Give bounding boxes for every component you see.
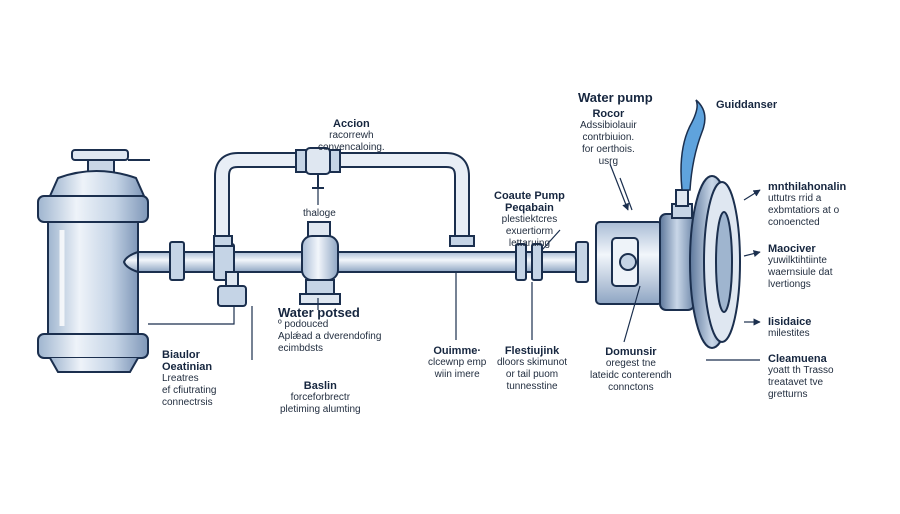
- main-pipe: [122, 241, 589, 283]
- pressure-tank: [37, 149, 150, 373]
- label-biaulor: Biaulor Oeatinian Lreatres ef cfiutratin…: [162, 349, 217, 408]
- water-jet: [680, 99, 706, 191]
- label-domunsir: Domunsir oregest tne lateidc conterendh …: [590, 346, 672, 393]
- label-mnthilahonalin: mnthilahonalin uttutrs rrid a exbmtatior…: [768, 181, 847, 228]
- label-guiddanser: Guiddanser: [716, 99, 778, 111]
- label-lisidaice: Iisidaice milestites: [768, 316, 812, 339]
- bypass-loop: [213, 147, 475, 247]
- drain-valve: [217, 271, 247, 307]
- label-flestiujink: Flestiujink dloors skimunot or tail puom…: [497, 345, 568, 392]
- label-water-pump: Water pump: [578, 90, 653, 105]
- water-pump: [595, 175, 741, 349]
- label-baslin: Baslin forceforbrectr pletiming alumting: [280, 380, 361, 415]
- label-accion: Accion racorrewh convencaloing.: [318, 118, 385, 153]
- leader-lines: [148, 163, 761, 361]
- central-valve: [299, 221, 341, 305]
- label-rocor: Rocor Adssibiolauir contrbiuion. for oer…: [580, 108, 637, 167]
- label-thaloge: thaloge: [303, 208, 336, 219]
- label-maociver: Maociver yuwilktihtiinte waernsiule dat …: [768, 243, 833, 290]
- label-ouimme: Ouimme· clcewnp emp wiin imere: [428, 345, 487, 380]
- label-coaute-pump: Coaute Pump Peqabain plestiektcres exuer…: [494, 190, 565, 249]
- label-cleamuena: Cleamuena yoatt th Trasso treatavet tve …: [768, 353, 834, 400]
- label-water-potsed: Water potsed º podouced Aplǽad a dverend…: [278, 305, 382, 354]
